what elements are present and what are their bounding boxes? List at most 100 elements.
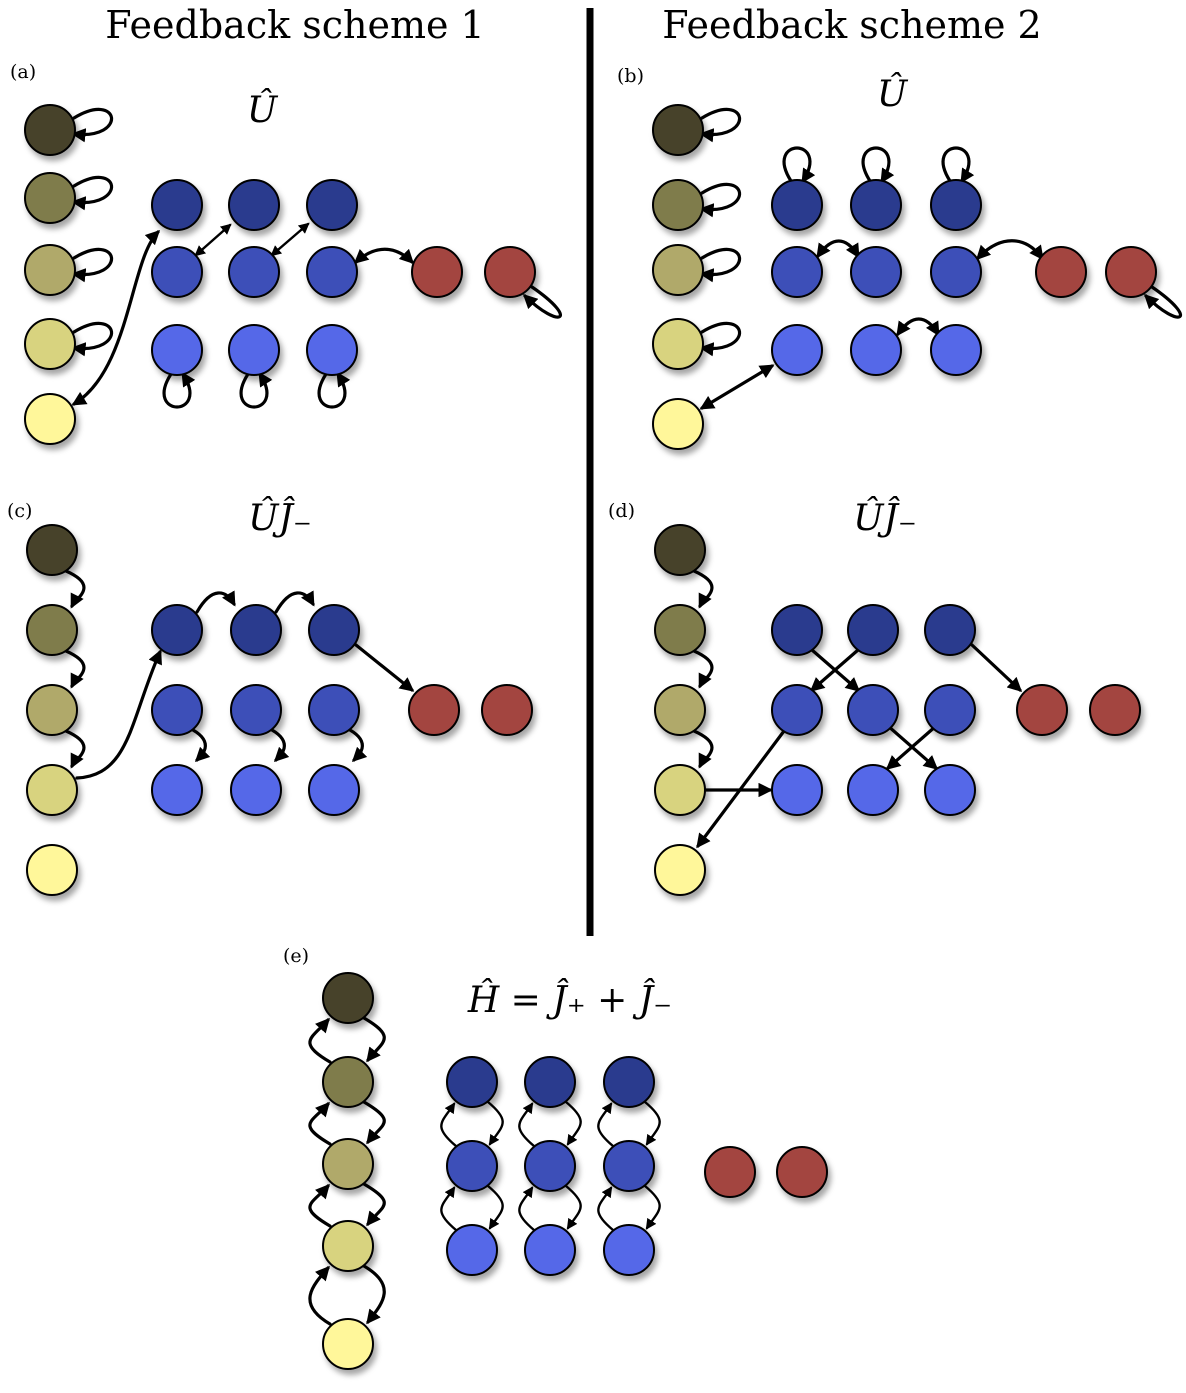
edge-a-olive4-blue-mid0 [71,229,161,406]
node-a-red-1 [484,246,536,298]
node-b-blue-mid-2 [930,246,982,298]
node-e-blue-mid-0 [446,1140,498,1192]
node-e-blue-mid-2 [603,1140,655,1192]
node-c-blue-light-0 [151,764,203,816]
edges-layer [64,107,1183,1326]
node-c-olive-4 [26,844,78,896]
panel-e-formula: Ĥ = Ĵ₊ + Ĵ₋ [467,978,672,1021]
edge-e-blue-up-1-1 [518,1186,536,1232]
edge-d-mid2-light1 [885,724,938,770]
node-a-blue-light-1 [228,324,280,376]
panel-d-label: (d) [608,500,635,522]
heading-feedback-scheme-2: Feedback scheme 2 [662,3,1041,47]
node-a-olive-0 [24,104,76,156]
node-c-blue-light-2 [308,764,360,816]
panel-b-label: (b) [617,65,644,87]
edge-e-blue-up-0-1 [440,1186,458,1232]
node-b-blue-light-1 [850,324,902,376]
node-d-olive-1 [654,604,706,656]
edge-e-blue-down-0-1 [486,1184,504,1230]
edge-e-blue-down-2-0 [643,1100,661,1146]
edge-e-olive-up-0 [308,1017,332,1064]
node-e-olive-4 [322,1318,374,1370]
node-c-red-0 [408,684,460,736]
edge-c-dark2-red0 [354,643,415,692]
edge-a-olive-loop-1 [71,175,114,211]
edge-a-olive-loop-0 [71,107,114,143]
edge-e-blue-up-2-1 [597,1186,615,1232]
edge-e-olive-down-0 [362,1016,386,1063]
node-b-blue-dark-1 [850,179,902,231]
edge-a-red1-loop [522,285,563,319]
nodes-layer [24,104,1157,1370]
edge-d-mid0-olive4 [696,729,786,849]
edge-e-blue-down-1-0 [564,1100,582,1146]
edge-c-dark1-dark2 [274,590,315,614]
node-c-olive-2 [26,684,78,736]
node-d-blue-dark-2 [924,604,976,656]
edge-d-dark1-mid0 [809,648,860,692]
node-b-olive-1 [652,179,704,231]
node-d-olive-2 [654,684,706,736]
edge-c-mid-light-0 [191,728,211,763]
edge-a-blue-light-loop-0 [162,371,196,409]
edge-b-olive-loop-0 [699,107,742,143]
edge-a-olive-loop-2 [71,247,114,283]
edge-a-dark0-mid1 [194,223,232,257]
edge-b-blue-dark-loop-1 [861,146,895,184]
edge-b-olive-loop-2 [699,247,742,283]
edge-b-red1-loop [1143,285,1183,319]
edge-a-blue-light-loop-1 [239,371,273,409]
node-e-blue-dark-0 [446,1056,498,1108]
node-c-blue-dark-1 [230,604,282,656]
node-a-olive-2 [24,244,76,296]
node-a-blue-dark-2 [306,179,358,231]
node-b-olive-3 [652,318,704,370]
node-d-blue-light-0 [771,764,823,816]
edge-e-blue-up-2-0 [597,1102,615,1148]
node-e-blue-dark-1 [524,1056,576,1108]
panel-c-label: (c) [7,500,32,522]
edge-e-blue-down-2-1 [643,1184,661,1230]
edge-b-mid0-mid1 [816,239,860,259]
panel-e-label: (e) [283,945,309,967]
node-b-blue-dark-2 [930,179,982,231]
edge-b-olive-loop-1 [699,182,742,218]
edge-a-mid2-red0 [353,247,415,265]
node-b-blue-light-0 [771,324,823,376]
edge-b-mid2-red0 [976,239,1044,261]
edge-c-olive-down-2 [64,729,86,769]
node-d-blue-light-1 [847,764,899,816]
node-d-blue-light-2 [924,764,976,816]
panel-a-label: (a) [10,61,36,83]
panel-d-formula: ÛĴ₋ [853,496,917,539]
edge-e-blue-down-1-1 [564,1184,582,1230]
edge-e-blue-up-0-0 [440,1102,458,1148]
node-c-olive-0 [26,524,78,576]
panel-b-formula: Û [877,73,909,115]
node-b-blue-mid-1 [850,246,902,298]
edge-e-olive-down-3 [362,1264,386,1325]
node-a-blue-dark-0 [151,179,203,231]
edge-c-mid-light-2 [348,728,368,763]
node-b-olive-2 [652,244,704,296]
edge-b-blue-dark-loop-2 [941,146,975,184]
node-e-blue-light-0 [446,1224,498,1276]
node-d-red-1 [1089,684,1141,736]
node-d-blue-mid-1 [847,684,899,736]
node-a-blue-mid-1 [228,246,280,298]
edge-a-olive-loop-3 [71,321,114,357]
edge-c-olive-down-1 [64,649,86,689]
node-d-olive-0 [654,524,706,576]
node-a-olive-4 [24,393,76,445]
edge-e-olive-down-2 [362,1182,386,1227]
edge-d-olive-down-1 [692,649,714,689]
node-e-olive-0 [322,972,374,1024]
node-e-blue-mid-1 [524,1140,576,1192]
edge-c-mid-light-1 [270,728,290,763]
edge-b-olive-loop-3 [699,321,742,357]
edge-d-olive-down-2 [692,729,714,769]
edge-e-olive-down-1 [362,1100,386,1145]
node-c-blue-mid-1 [230,684,282,736]
